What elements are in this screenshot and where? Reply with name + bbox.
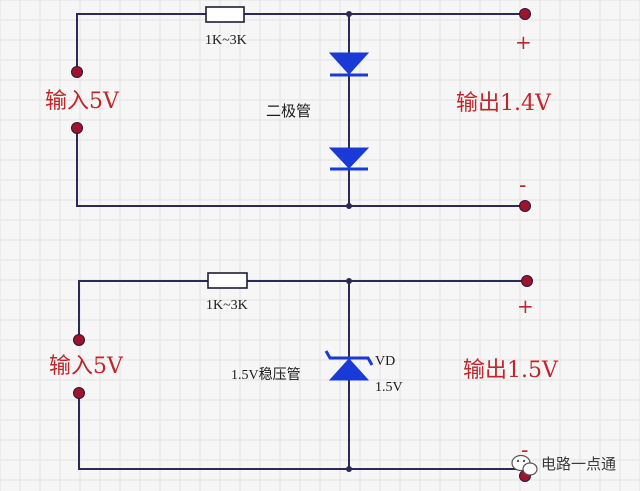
bottom-input-terminal-positive	[73, 334, 85, 346]
top-input-terminal-negative	[71, 122, 83, 134]
bottom-wire-lower	[78, 393, 520, 470]
watermark-text: 电路一点通	[541, 455, 616, 473]
top-output-label: 输出1.4V	[456, 91, 552, 116]
bottom-input-label: 输入5V	[49, 354, 124, 379]
watermark: 电路一点通	[511, 454, 616, 476]
bottom-vd-label: VD	[375, 354, 395, 369]
bottom-junction-lower	[346, 466, 352, 472]
bottom-output-label: 输出1.5V	[463, 358, 559, 383]
top-diode-1	[328, 52, 370, 77]
wechat-icon	[511, 454, 538, 476]
bottom-output-terminal-positive	[521, 275, 533, 287]
top-plus-sign: +	[515, 30, 532, 54]
top-output-terminal-negative	[519, 200, 531, 212]
top-wire-lower	[76, 128, 525, 207]
bottom-junction-upper	[346, 278, 352, 284]
top-resistor-label: 1K~3K	[205, 33, 247, 48]
bottom-input-terminal-negative	[73, 387, 85, 399]
top-circuit: 1K~3K 二极管 输入5V 输出1.4V + -	[45, 6, 552, 212]
top-junction-upper	[346, 11, 352, 17]
bottom-resistor-label: 1K~3K	[206, 298, 248, 313]
bottom-wire-upper	[78, 280, 208, 340]
bottom-plus-sign: +	[517, 294, 534, 318]
bottom-resistor	[207, 272, 248, 289]
top-wire-upper	[76, 13, 206, 72]
top-diode-label: 二极管	[266, 103, 311, 120]
bottom-vd-value: 1.5V	[375, 380, 403, 395]
top-junction-lower	[346, 203, 352, 209]
top-minus-sign: -	[519, 173, 526, 198]
top-input-terminal-positive	[71, 66, 83, 78]
top-diode-2	[328, 147, 370, 171]
bottom-zener-label: 1.5V稳压管	[231, 367, 301, 383]
bottom-zener-diode	[324, 350, 374, 381]
top-input-label: 输入5V	[45, 89, 120, 114]
top-resistor	[205, 6, 245, 23]
bottom-circuit: 1K~3K 1.5V稳压管 VD 1.5V 输入5V 输出1.5V + -	[49, 272, 559, 482]
top-output-terminal-positive	[519, 8, 531, 20]
bottom-minus-sign: -	[521, 438, 528, 463]
